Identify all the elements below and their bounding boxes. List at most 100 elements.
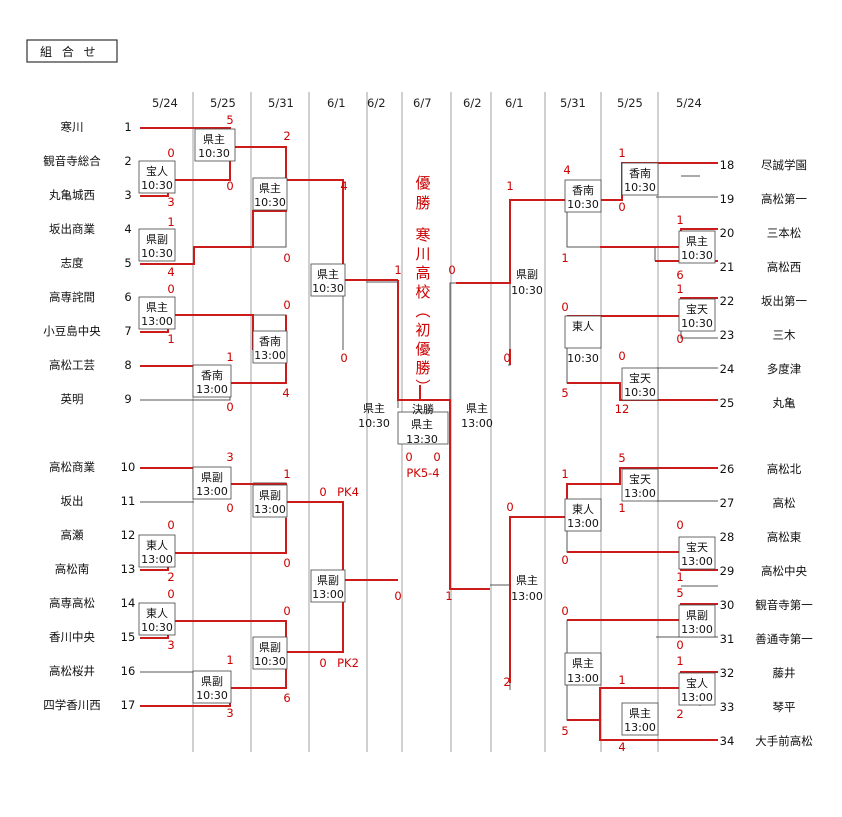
venue-time: 13:00 <box>681 555 713 568</box>
team-name: 四学香川西 <box>43 698 101 712</box>
venue-time: 10:30 <box>254 655 286 668</box>
team-name: 高松西 <box>767 260 802 274</box>
venue-site: 宝天 <box>686 540 708 554</box>
score: 1 <box>561 467 568 481</box>
venue-time: 10:30 <box>681 317 713 330</box>
venue-site: 県副 <box>259 641 281 654</box>
score: 0 <box>618 349 625 363</box>
score: 4 <box>282 386 289 400</box>
score: 0 <box>340 351 347 365</box>
date-left-2: 5/25 <box>210 96 236 110</box>
score: 0 <box>319 656 326 670</box>
venue-time: 13:00 <box>567 672 599 685</box>
team-number: 20 <box>720 226 735 240</box>
score: 2 <box>503 675 510 689</box>
score: 2 <box>167 570 174 584</box>
team-number: 2 <box>124 154 131 168</box>
score: 0 <box>506 500 513 514</box>
score: 0 <box>618 200 625 214</box>
score: 5 <box>561 386 568 400</box>
team-number: 13 <box>121 562 136 576</box>
score: 3 <box>167 638 174 652</box>
venue-site: 宝天 <box>629 472 651 486</box>
score: 2 <box>283 129 290 143</box>
team-number: 32 <box>720 666 735 680</box>
team-number: 22 <box>720 294 735 308</box>
score: 0 <box>433 450 440 464</box>
team-name: 高松東 <box>767 530 802 544</box>
score: 0 <box>676 518 683 532</box>
score: 1 <box>226 653 233 667</box>
venue-site: 県主 <box>203 133 225 146</box>
venue-boxes-right <box>564 162 716 736</box>
team-number: 4 <box>124 222 131 236</box>
venue-time: 10:30 <box>624 386 656 399</box>
score: PK5-4 <box>406 466 439 480</box>
venue-site: 宝人 <box>146 164 168 178</box>
team-name: 多度津 <box>767 362 802 376</box>
venue-time: 10:30 <box>681 249 713 262</box>
team-name: 丸亀城西 <box>49 188 95 202</box>
score: 3 <box>226 450 233 464</box>
score: 0 <box>226 501 233 515</box>
team-name: 高松商業 <box>49 460 95 474</box>
team-number: 6 <box>124 290 131 304</box>
venue-time: 10:30 <box>141 247 173 260</box>
venue-time: 10:30 <box>567 352 599 365</box>
score: 1 <box>676 213 683 227</box>
score: 0 <box>676 332 683 346</box>
date-right-3: 5/31 <box>560 96 586 110</box>
score: 5 <box>226 113 233 127</box>
venue-time: 13:00 <box>254 503 286 516</box>
score: 0 <box>561 300 568 314</box>
venue-site: 県主 <box>363 402 385 415</box>
team-name: 志度 <box>61 256 84 270</box>
venue-time: 10:30 <box>141 621 173 634</box>
venue-site: 県主 <box>572 657 594 670</box>
score: 0 <box>394 589 401 603</box>
team-name: 高松 <box>773 496 796 510</box>
venue-time: 10:30 <box>196 689 228 702</box>
team-number: 18 <box>720 158 735 172</box>
team-name: 観音寺総合 <box>43 154 101 168</box>
score: 0 <box>319 485 326 499</box>
venue-time: 13:00 <box>681 623 713 636</box>
score: 1 <box>618 501 625 515</box>
date-right-4: 6/1 <box>505 96 524 110</box>
venue-time: 13:00 <box>254 349 286 362</box>
score: 0 <box>503 351 510 365</box>
venue-time: 13:00 <box>196 485 228 498</box>
team-number: 10 <box>121 460 136 474</box>
score: 0 <box>167 282 174 296</box>
venue-time: 10:30 <box>567 198 599 211</box>
score: 0 <box>167 587 174 601</box>
score: 4 <box>618 740 625 754</box>
score: 0 <box>676 638 683 652</box>
score: 3 <box>226 706 233 720</box>
score: 1 <box>226 350 233 364</box>
team-number: 11 <box>121 494 136 508</box>
team-number: 7 <box>124 324 131 338</box>
team-number: 16 <box>121 664 136 678</box>
team-number: 19 <box>720 192 735 206</box>
venue-site: 県主 <box>317 268 339 281</box>
score: PK4 <box>337 485 359 499</box>
team-name: 三木 <box>773 328 796 342</box>
venue-time: 13:00 <box>196 383 228 396</box>
venue-site: 宝人 <box>686 676 708 690</box>
title: 組 合 せ <box>40 44 99 59</box>
score: 0 <box>561 553 568 567</box>
team-number: 1 <box>124 120 131 134</box>
team-name: 寒川 <box>61 120 84 134</box>
team-name: 高松中央 <box>761 564 807 578</box>
team-name: 善通寺第一 <box>755 632 813 646</box>
date-grid <box>192 92 659 752</box>
score: 6 <box>283 691 290 705</box>
team-name: 小豆島中央 <box>43 324 101 338</box>
venue-site: 香南 <box>629 167 651 180</box>
venue-site: 県副 <box>516 268 538 281</box>
venue-site: 県主 <box>259 182 281 195</box>
date-right-1: 5/24 <box>676 96 702 110</box>
venue-site: 香南 <box>572 184 594 197</box>
